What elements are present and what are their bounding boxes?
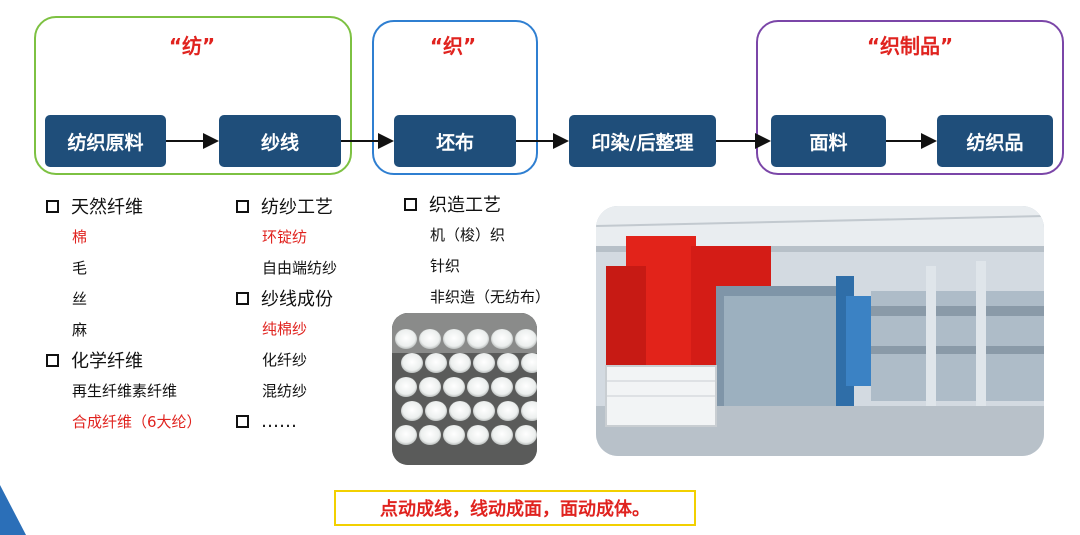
yarn-composition-heading: 纱线成份: [236, 283, 337, 313]
fabric-roll: [419, 377, 441, 397]
yarn-list: 纺纱工艺 环锭纺 自由端纺纱 纱线成份 纯棉纱 化纤纱 混纺纱 ……: [236, 191, 337, 436]
fabric-roll: [395, 329, 417, 349]
raw-material-list: 天然纤维 棉 毛 丝 麻 化学纤维 再生纤维素纤维 合成纤维（6大纶）: [46, 191, 202, 437]
checkbox-square-icon: [46, 353, 59, 367]
list-item: 非织造（无纺布）: [430, 288, 551, 306]
list-item: 纯棉纱: [262, 320, 308, 338]
node-dyeing-finishing: 印染/后整理: [569, 115, 716, 167]
dyeing-machine-photo: [596, 206, 1044, 456]
weaving-list: 织造工艺 机（梭）织 针织 非织造（无纺布）: [404, 189, 550, 312]
fabric-roll: [443, 329, 465, 349]
fabric-roll: [515, 377, 537, 397]
list-item: 针织: [430, 257, 461, 275]
weaving-process-heading: 织造工艺: [404, 189, 550, 219]
fabric-roll: [419, 329, 441, 349]
node-raw-material: 纺织原料: [45, 115, 166, 167]
list-item: 混纺纱: [262, 382, 308, 400]
fabric-roll: [467, 329, 489, 349]
list-item: 机（梭）织: [430, 226, 506, 244]
fabric-roll: [443, 377, 465, 397]
group-products: [756, 20, 1064, 175]
natural-fiber-heading: 天然纤维: [46, 191, 202, 221]
list-item: 再生纤维素纤维: [72, 382, 178, 400]
list-item: 麻: [72, 321, 88, 339]
node-greige-fabric: 坯布: [394, 115, 516, 167]
fabric-roll: [491, 329, 513, 349]
fabric-roll: [425, 401, 447, 421]
fabric-roll: [401, 353, 423, 373]
fabric-roll: [443, 425, 465, 445]
group-weaving-title: “织”: [429, 34, 477, 58]
group-products-title: “织制品”: [866, 34, 954, 58]
group-spinning: [34, 16, 352, 175]
fabric-roll: [449, 401, 471, 421]
list-item: 毛: [72, 259, 88, 277]
fabric-roll: [467, 377, 489, 397]
fabric-roll: [515, 329, 537, 349]
group-weaving: [372, 20, 538, 175]
fabric-roll: [491, 425, 513, 445]
spinning-process-heading: 纺纱工艺: [236, 191, 337, 221]
node-yarn: 纱线: [219, 115, 341, 167]
list-item: 丝: [72, 290, 88, 308]
fabric-roll: [473, 401, 495, 421]
chemical-fiber-heading: 化学纤维: [46, 345, 202, 375]
fabric-roll: [497, 353, 519, 373]
checkbox-square-icon: [236, 291, 249, 305]
group-spinning-title: “纺”: [168, 34, 216, 58]
list-item: 合成纤维（6大纶）: [72, 413, 202, 431]
node-fabric: 面料: [771, 115, 886, 167]
fabric-roll: [449, 353, 471, 373]
checkbox-square-icon: [236, 199, 249, 213]
fabric-roll: [395, 425, 417, 445]
fabric-roll: [515, 425, 537, 445]
list-item: 棉: [72, 228, 88, 246]
corner-decoration: [0, 485, 26, 535]
fabric-roll: [497, 401, 519, 421]
node-textile-product: 纺织品: [937, 115, 1053, 167]
fabric-roll: [419, 425, 441, 445]
checkbox-square-icon: [236, 414, 249, 428]
fabric-roll: [467, 425, 489, 445]
slogan-box: 点动成线，线动成面，面动成体。: [334, 490, 696, 526]
fabric-roll: [425, 353, 447, 373]
list-item: 自由端纺纱: [262, 259, 338, 277]
fabric-rolls-photo: [392, 313, 537, 465]
more-heading: ……: [236, 406, 337, 436]
list-item: 化纤纱: [262, 351, 308, 369]
fabric-rolls-illustration: [392, 313, 537, 465]
fabric-roll: [521, 353, 537, 373]
fabric-roll: [401, 401, 423, 421]
dyeing-machine-illustration: [596, 206, 1044, 456]
fabric-roll: [491, 377, 513, 397]
fabric-roll: [395, 377, 417, 397]
fabric-roll: [521, 401, 537, 421]
list-item: 环锭纺: [262, 228, 308, 246]
checkbox-square-icon: [404, 197, 417, 211]
checkbox-square-icon: [46, 199, 59, 213]
fabric-roll: [473, 353, 495, 373]
